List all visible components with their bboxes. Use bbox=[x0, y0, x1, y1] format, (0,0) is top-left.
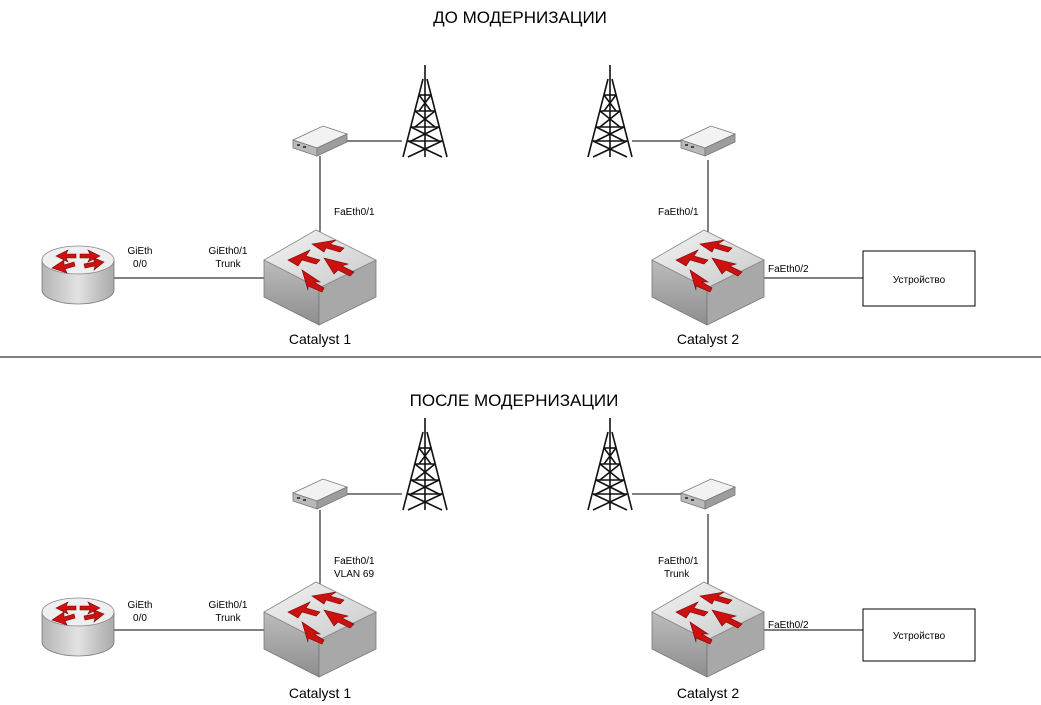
sw2-device-port-label: FaEth0/2 bbox=[768, 620, 809, 631]
device-box bbox=[862, 250, 976, 307]
top-title: ДО МОДЕРНИЗАЦИИ bbox=[433, 8, 607, 27]
catalyst-1-label: Catalyst 1 bbox=[289, 685, 351, 701]
device-label: Устройство bbox=[893, 631, 946, 642]
catalyst-1-switch-icon bbox=[263, 229, 377, 326]
sw1-uplink-port-label: Trunk bbox=[215, 613, 241, 624]
catalyst-1-label: Catalyst 1 bbox=[289, 331, 351, 347]
router-port-label: GiEth bbox=[127, 600, 152, 611]
sw2-radio-trunk-label: Trunk bbox=[664, 569, 690, 580]
device-box bbox=[862, 608, 976, 662]
radio-modem-icon bbox=[680, 125, 736, 157]
catalyst-2-label: Catalyst 2 bbox=[677, 685, 739, 701]
sw1-uplink-port-label: Trunk bbox=[215, 259, 241, 270]
router-port-label: GiEth bbox=[127, 246, 152, 257]
sw1-radio-port-label: FaEth0/1 bbox=[334, 207, 375, 218]
sw1-radio-port-label: FaEth0/1 bbox=[334, 556, 375, 567]
device-label: Устройство bbox=[893, 275, 946, 286]
router-icon bbox=[41, 245, 115, 305]
sw1-uplink-port-label: GiEth0/1 bbox=[209, 600, 248, 611]
sw1-radio-vlan-label: VLAN 69 bbox=[334, 569, 374, 580]
radio-modem-icon bbox=[292, 125, 348, 157]
catalyst-2-switch-icon bbox=[651, 229, 765, 326]
catalyst-2-label: Catalyst 2 bbox=[677, 331, 739, 347]
radio-tower-icon bbox=[587, 64, 633, 158]
catalyst-1-switch-icon bbox=[263, 581, 377, 678]
router-port-label: 0/0 bbox=[133, 613, 147, 624]
catalyst-2-switch-icon bbox=[651, 581, 765, 678]
radio-modem-icon bbox=[292, 478, 348, 510]
router-icon bbox=[41, 597, 115, 657]
bottom-title: ПОСЛЕ МОДЕРНИЗАЦИИ bbox=[410, 391, 619, 410]
sw2-device-port-label: FaEth0/2 bbox=[768, 264, 809, 275]
sw2-radio-port-label: FaEth0/1 bbox=[658, 207, 699, 218]
radio-tower-icon bbox=[402, 64, 448, 158]
radio-tower-icon bbox=[402, 417, 448, 511]
sw2-radio-port-label: FaEth0/1 bbox=[658, 556, 699, 567]
router-port-label: 0/0 bbox=[133, 259, 147, 270]
radio-modem-icon bbox=[680, 478, 736, 510]
sw1-uplink-port-label: GiEth0/1 bbox=[209, 246, 248, 257]
radio-tower-icon bbox=[587, 417, 633, 511]
